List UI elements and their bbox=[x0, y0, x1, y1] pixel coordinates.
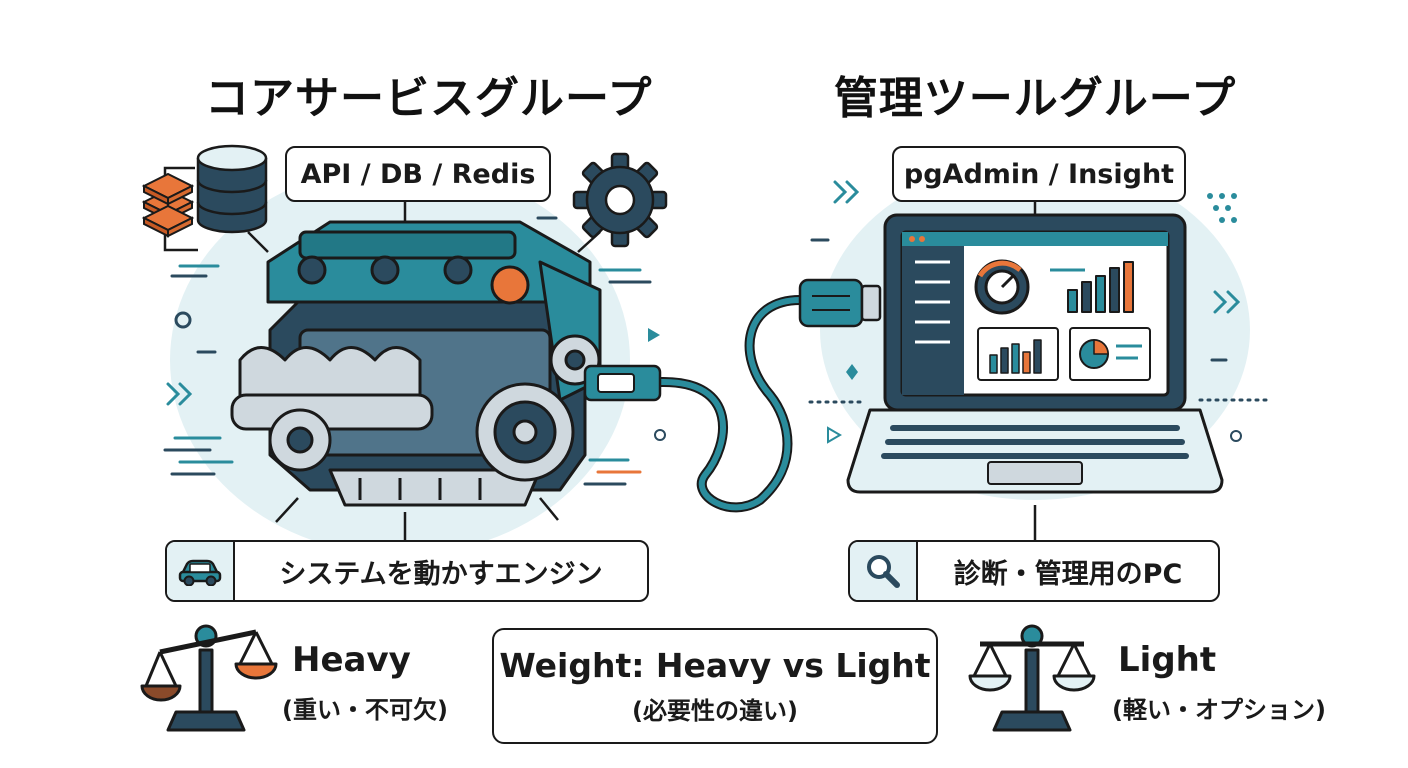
admin-label-text: 診断・管理用のPC bbox=[953, 558, 1183, 590]
decor-sparkle bbox=[846, 364, 858, 380]
weight-comparison-title: Weight: Heavy vs Light bbox=[499, 646, 931, 685]
decor-circle-right bbox=[1230, 430, 1242, 442]
gear-icon bbox=[572, 152, 668, 248]
decor-triangle-right bbox=[827, 426, 842, 444]
core-label-text: システムを動かすエンジン bbox=[279, 558, 603, 590]
heavy-title: Heavy bbox=[292, 640, 411, 680]
heavy-subtitle: (重い・不可欠) bbox=[282, 696, 448, 724]
car-icon bbox=[167, 542, 235, 600]
light-subtitle: (軽い・オプション) bbox=[1112, 696, 1326, 724]
decor-marks-left bbox=[163, 216, 652, 486]
database-icon bbox=[196, 144, 268, 234]
magnifier-icon bbox=[850, 542, 918, 600]
core-group-title: コアサービスグループ bbox=[205, 73, 653, 124]
light-scale-icon bbox=[968, 624, 1096, 732]
light-title: Light bbox=[1118, 640, 1217, 680]
core-tag-box: API / DB / Redis bbox=[285, 146, 551, 202]
admin-label-box: 診断・管理用のPC bbox=[848, 540, 1220, 602]
weight-comparison-subtitle: (必要性の違い) bbox=[632, 697, 798, 725]
engine-icon bbox=[230, 220, 602, 507]
admin-tag-text: pgAdmin / Insight bbox=[903, 158, 1175, 190]
redis-icon bbox=[141, 172, 195, 238]
core-label-box: システムを動かすエンジン bbox=[165, 540, 649, 602]
admin-group-title: 管理ツールグループ bbox=[833, 73, 1237, 124]
heavy-scale-icon bbox=[140, 624, 278, 732]
weight-comparison-box: Weight: Heavy vs Light (必要性の違い) bbox=[492, 628, 938, 744]
decor-circle bbox=[654, 429, 666, 441]
laptop-icon bbox=[846, 213, 1224, 494]
decor-triangle bbox=[648, 328, 660, 342]
decor-dots bbox=[1207, 193, 1237, 223]
decor-marks-right bbox=[808, 180, 1270, 404]
admin-tag-box: pgAdmin / Insight bbox=[892, 146, 1186, 202]
decor-gear-small bbox=[174, 311, 192, 329]
core-tag-text: API / DB / Redis bbox=[300, 158, 536, 190]
cable-icon bbox=[583, 278, 882, 513]
